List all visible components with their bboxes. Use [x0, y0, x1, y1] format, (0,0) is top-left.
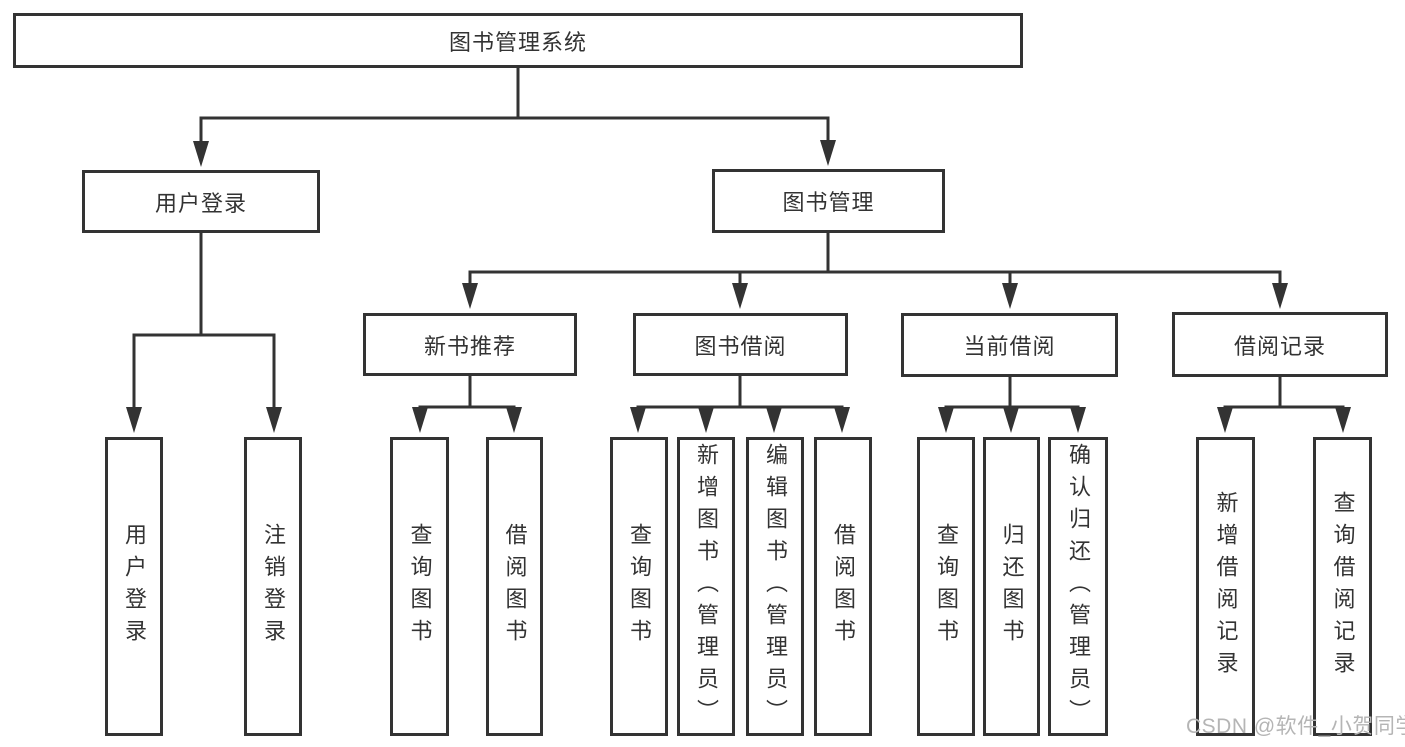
- node-label: 查询图书: [934, 522, 959, 651]
- node-label: 图书借阅: [694, 333, 787, 359]
- node-label: 借阅图书: [831, 522, 856, 651]
- node-leaf-query-books-borrowing: 查询图书: [610, 437, 668, 736]
- node-label: 注销登录: [261, 522, 286, 651]
- arrowhead-icon: [266, 407, 282, 433]
- arrowhead-icon: [766, 407, 782, 433]
- arrowhead-icon: [938, 407, 954, 433]
- node-label: 归还图书: [999, 522, 1025, 651]
- node-label: 图书管理: [782, 190, 875, 215]
- node-leaf-query-books-recommend: 查询图书: [390, 437, 449, 736]
- arrowhead-icon: [1003, 407, 1019, 433]
- node-leaf-add-books-admin: 新增图书（管理员）: [677, 437, 735, 736]
- arrowhead-icon: [1335, 407, 1351, 433]
- arrowhead-icon: [820, 140, 836, 166]
- node-leaf-user-login: 用户登录: [105, 437, 163, 736]
- node-current-borrowing: 当前借阅: [901, 313, 1118, 377]
- arrowhead-icon: [506, 407, 522, 433]
- connector-new-book-to-leaves: [418, 374, 516, 415]
- arrowhead-icon: [1217, 407, 1233, 433]
- node-book-borrowing: 图书借阅: [633, 313, 848, 376]
- node-label: 用户登录: [122, 522, 147, 651]
- node-label: 新增图书（管理员）: [694, 442, 719, 731]
- node-label: 新增借阅记录: [1213, 490, 1239, 683]
- node-root-system: 图书管理系统: [13, 13, 1023, 68]
- arrowhead-icon: [698, 407, 714, 433]
- node-leaf-borrow-books: 借阅图书: [814, 437, 872, 736]
- arrowhead-icon: [834, 407, 850, 433]
- node-leaf-logout: 注销登录: [244, 437, 302, 736]
- connector-root-to-level2: [199, 65, 830, 149]
- node-label: 查询图书: [627, 522, 652, 651]
- node-leaf-query-books-current: 查询图书: [917, 437, 975, 736]
- arrowheads: [126, 140, 1351, 433]
- node-label: 查询图书: [407, 522, 433, 651]
- node-borrowing-records: 借阅记录: [1172, 312, 1388, 377]
- node-leaf-return-books: 归还图书: [983, 437, 1040, 736]
- arrowhead-icon: [630, 407, 646, 433]
- node-label: 图书管理系统: [448, 29, 587, 55]
- arrowhead-icon: [1070, 407, 1086, 433]
- node-leaf-edit-books-admin: 编辑图书（管理员）: [746, 437, 804, 736]
- connector-user-login-to-leaves: [132, 231, 276, 415]
- arrowhead-icon: [412, 407, 428, 433]
- node-label: 用户登录: [154, 190, 247, 216]
- node-leaf-borrow-books-recommend: 借阅图书: [486, 437, 543, 736]
- connector-book-management-to-level3: [468, 231, 1282, 291]
- node-leaf-query-borrow-record: 查询借阅记录: [1313, 437, 1372, 736]
- node-user-login: 用户登录: [82, 170, 320, 233]
- node-label: 当前借阅: [963, 334, 1056, 359]
- arrowhead-icon: [462, 283, 478, 309]
- arrowhead-icon: [193, 141, 209, 167]
- node-label: 借阅图书: [502, 522, 528, 651]
- node-label: 编辑图书（管理员）: [763, 442, 788, 731]
- connector-book-borrow-to-leaves: [636, 374, 844, 415]
- node-leaf-add-borrow-record: 新增借阅记录: [1196, 437, 1255, 736]
- node-label: 新书推荐: [423, 333, 516, 359]
- node-leaf-confirm-return-admin: 确认归还（管理员）: [1048, 437, 1108, 736]
- node-label: 查询借阅记录: [1330, 490, 1356, 683]
- arrowhead-icon: [732, 283, 748, 309]
- watermark-text: CSDN @软件_小贺同学: [1186, 715, 1405, 738]
- arrowhead-icon: [126, 407, 142, 433]
- arrowhead-icon: [1002, 283, 1018, 309]
- node-label: 确认归还（管理员）: [1066, 442, 1091, 731]
- node-book-management: 图书管理: [712, 169, 945, 233]
- arrowhead-icon: [1272, 283, 1288, 309]
- node-label: 借阅记录: [1233, 333, 1326, 359]
- node-new-book-recommend: 新书推荐: [363, 313, 577, 376]
- connector-borrow-records-to-leaves: [1223, 374, 1345, 415]
